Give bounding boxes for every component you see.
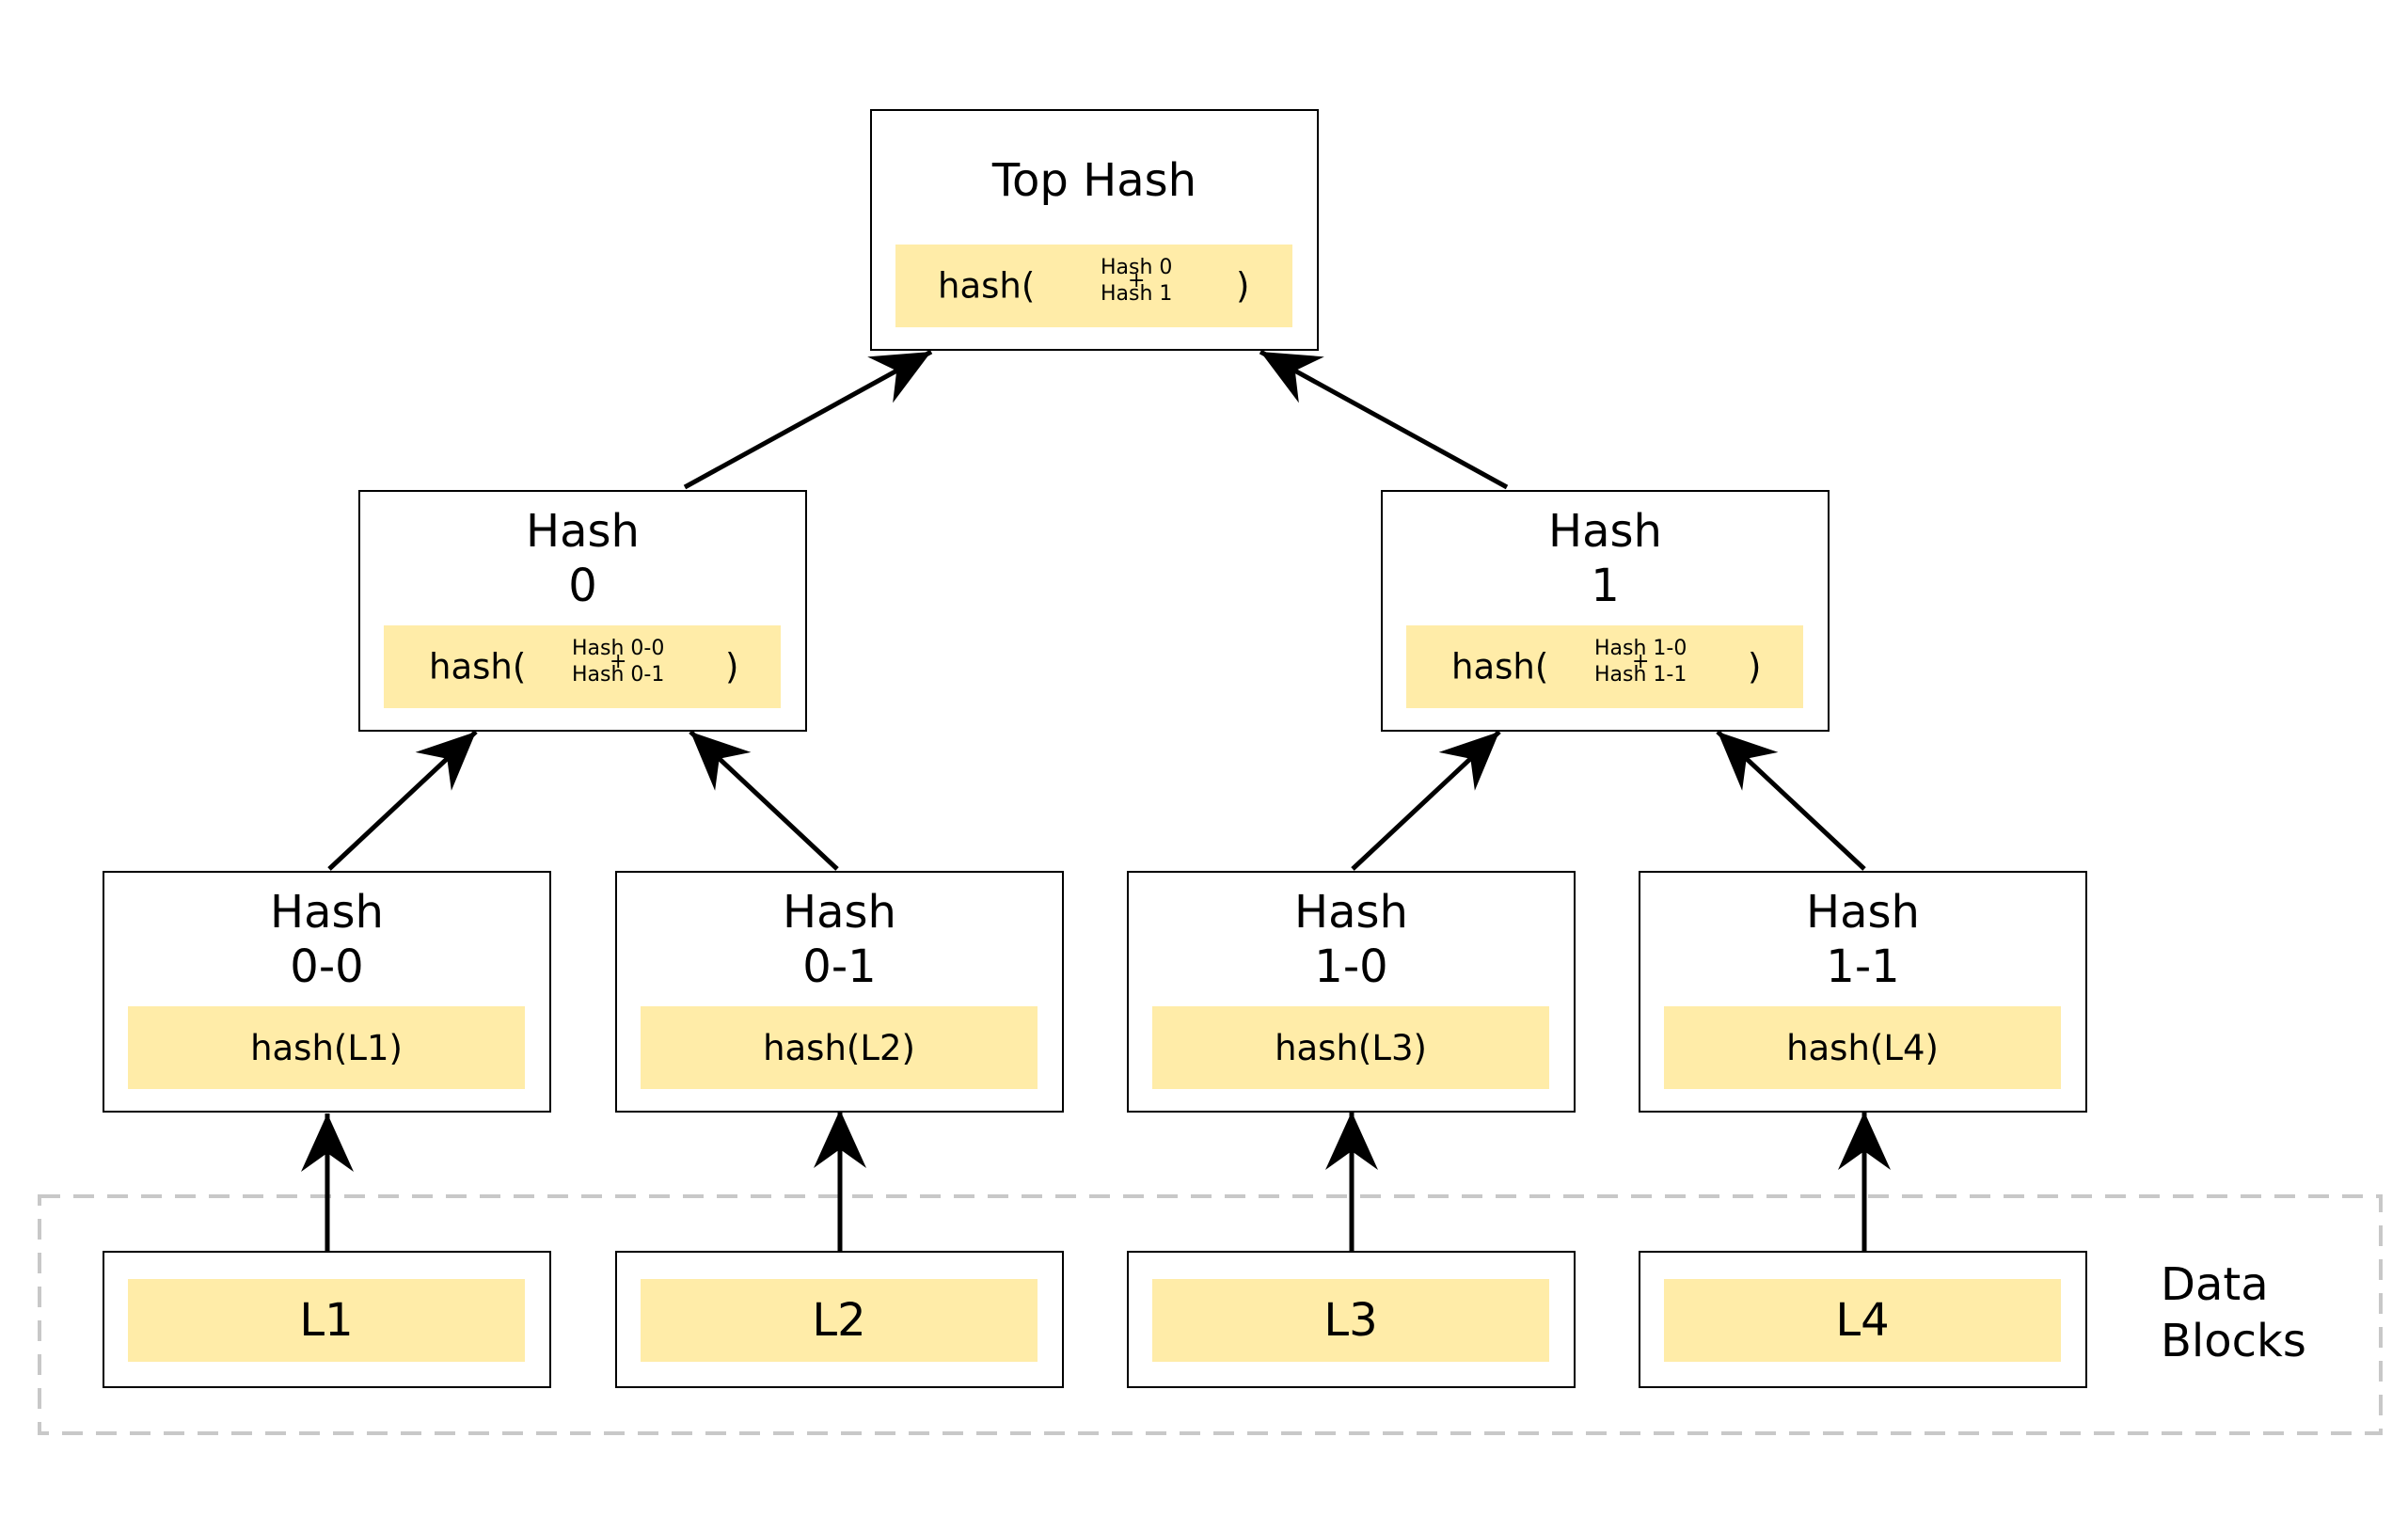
hash-0-1-formula: hash(L2) bbox=[641, 1006, 1038, 1089]
data-block-label: L1 bbox=[299, 1294, 354, 1347]
formula-text: hash(L2) bbox=[763, 1027, 915, 1068]
hash-1-title-line2: 1 bbox=[1591, 560, 1620, 612]
data-block-l4: L4 bbox=[1639, 1251, 2087, 1388]
hash-0-1-title-line2: 0-1 bbox=[802, 940, 877, 993]
data-block-label: L4 bbox=[1835, 1294, 1890, 1347]
data-block-l1-bar: L1 bbox=[128, 1279, 525, 1362]
hash-1-0-node: Hash 1-0 hash(L3) bbox=[1127, 871, 1576, 1113]
operand-b: Hash 0-1 bbox=[572, 663, 665, 687]
formula-prefix: hash( bbox=[429, 646, 527, 687]
data-blocks-label: Data Blocks bbox=[2161, 1256, 2306, 1369]
formula-prefix: hash( bbox=[938, 265, 1036, 307]
hash-0-node: Hash 0 hash( Hash 0-0 + Hash 0-1 ) bbox=[358, 490, 807, 732]
top-hash-node: Top Hash hash( Hash 0 + Hash 1 ) bbox=[870, 109, 1319, 351]
arrow-hash-0-to-top-head bbox=[867, 352, 931, 403]
operand-a: Hash 0-0 bbox=[572, 637, 665, 660]
hash-1-1-formula: hash(L4) bbox=[1664, 1006, 2061, 1089]
arrow-hash-1-0-to-1-head bbox=[1438, 732, 1499, 791]
formula-text: hash(L3) bbox=[1275, 1027, 1427, 1068]
data-block-l2-bar: L2 bbox=[641, 1279, 1038, 1362]
arrow-hash-0-0-to-0-head bbox=[415, 732, 476, 791]
arrow-l3-to-hash-1-0-head bbox=[1325, 1112, 1378, 1170]
hash-0-title-line1: Hash bbox=[526, 505, 640, 558]
hash-1-node: Hash 1 hash( Hash 1-0 + Hash 1-1 ) bbox=[1381, 490, 1830, 732]
data-block-l1: L1 bbox=[103, 1251, 551, 1388]
hash-0-title-line2: 0 bbox=[568, 560, 597, 612]
formula-text: hash(L1) bbox=[250, 1027, 403, 1068]
formula-prefix: hash( bbox=[1451, 646, 1549, 687]
hash-0-0-title-line2: 0-0 bbox=[290, 940, 364, 993]
hash-1-0-title-line1: Hash bbox=[1294, 886, 1408, 939]
hash-0-0-node: Hash 0-0 hash(L1) bbox=[103, 871, 551, 1113]
hash-0-1-node: Hash 0-1 hash(L2) bbox=[615, 871, 1064, 1113]
operand-a: Hash 1-0 bbox=[1594, 637, 1687, 660]
hash-1-0-title-line2: 1-0 bbox=[1314, 940, 1388, 993]
formula-suffix: ) bbox=[1236, 265, 1250, 307]
hash-1-0-formula: hash(L3) bbox=[1152, 1006, 1549, 1089]
hash-0-formula: hash( Hash 0-0 + Hash 0-1 ) bbox=[384, 625, 781, 708]
operand-b: Hash 1 bbox=[1101, 282, 1173, 306]
hash-0-0-title-line1: Hash bbox=[270, 886, 384, 939]
hash-1-formula: hash( Hash 1-0 + Hash 1-1 ) bbox=[1406, 625, 1803, 708]
hash-1-1-title-line2: 1-1 bbox=[1826, 940, 1900, 993]
data-block-label: L3 bbox=[1323, 1294, 1378, 1347]
data-blocks-group-border bbox=[38, 1194, 2383, 1435]
hash-1-1-node: Hash 1-1 hash(L4) bbox=[1639, 871, 2087, 1113]
data-block-l2: L2 bbox=[615, 1251, 1064, 1388]
hash-0-0-formula: hash(L1) bbox=[128, 1006, 525, 1089]
arrow-hash-0-to-top bbox=[683, 349, 933, 490]
operand-b: Hash 1-1 bbox=[1594, 663, 1687, 687]
arrow-hash-1-to-top-head bbox=[1260, 352, 1324, 403]
hash-1-1-title-line1: Hash bbox=[1806, 886, 1920, 939]
data-block-l3: L3 bbox=[1127, 1251, 1576, 1388]
data-block-l4-bar: L4 bbox=[1664, 1279, 2061, 1362]
arrow-hash-1-1-to-1-head bbox=[1718, 732, 1779, 791]
data-block-label: L2 bbox=[812, 1294, 866, 1347]
arrow-l1-to-hash-0-0-head bbox=[301, 1113, 354, 1172]
arrow-l2-to-hash-0-1-head bbox=[814, 1110, 866, 1168]
arrow-hash-1-to-top bbox=[1259, 349, 1509, 490]
arrow-l4-to-hash-1-1-head bbox=[1838, 1112, 1891, 1170]
data-blocks-label-line2: Blocks bbox=[2161, 1315, 2306, 1367]
operand-a: Hash 0 bbox=[1101, 256, 1173, 279]
hash-0-1-title-line1: Hash bbox=[783, 886, 896, 939]
formula-suffix: ) bbox=[1748, 646, 1762, 687]
formula-operands: Hash 0 + Hash 1 bbox=[1101, 256, 1172, 307]
data-block-l3-bar: L3 bbox=[1152, 1279, 1549, 1362]
top-hash-title: Top Hash bbox=[991, 154, 1197, 207]
arrow-hash-0-1-to-0-head bbox=[690, 732, 752, 791]
formula-suffix: ) bbox=[725, 646, 739, 687]
hash-1-title-line1: Hash bbox=[1548, 505, 1662, 558]
data-blocks-label-line1: Data bbox=[2161, 1258, 2269, 1311]
formula-text: hash(L4) bbox=[1786, 1027, 1939, 1068]
top-hash-formula: hash( Hash 0 + Hash 1 ) bbox=[895, 245, 1292, 327]
formula-operands: Hash 1-0 + Hash 1-1 bbox=[1594, 637, 1687, 687]
formula-operands: Hash 0-0 + Hash 0-1 bbox=[572, 637, 664, 687]
